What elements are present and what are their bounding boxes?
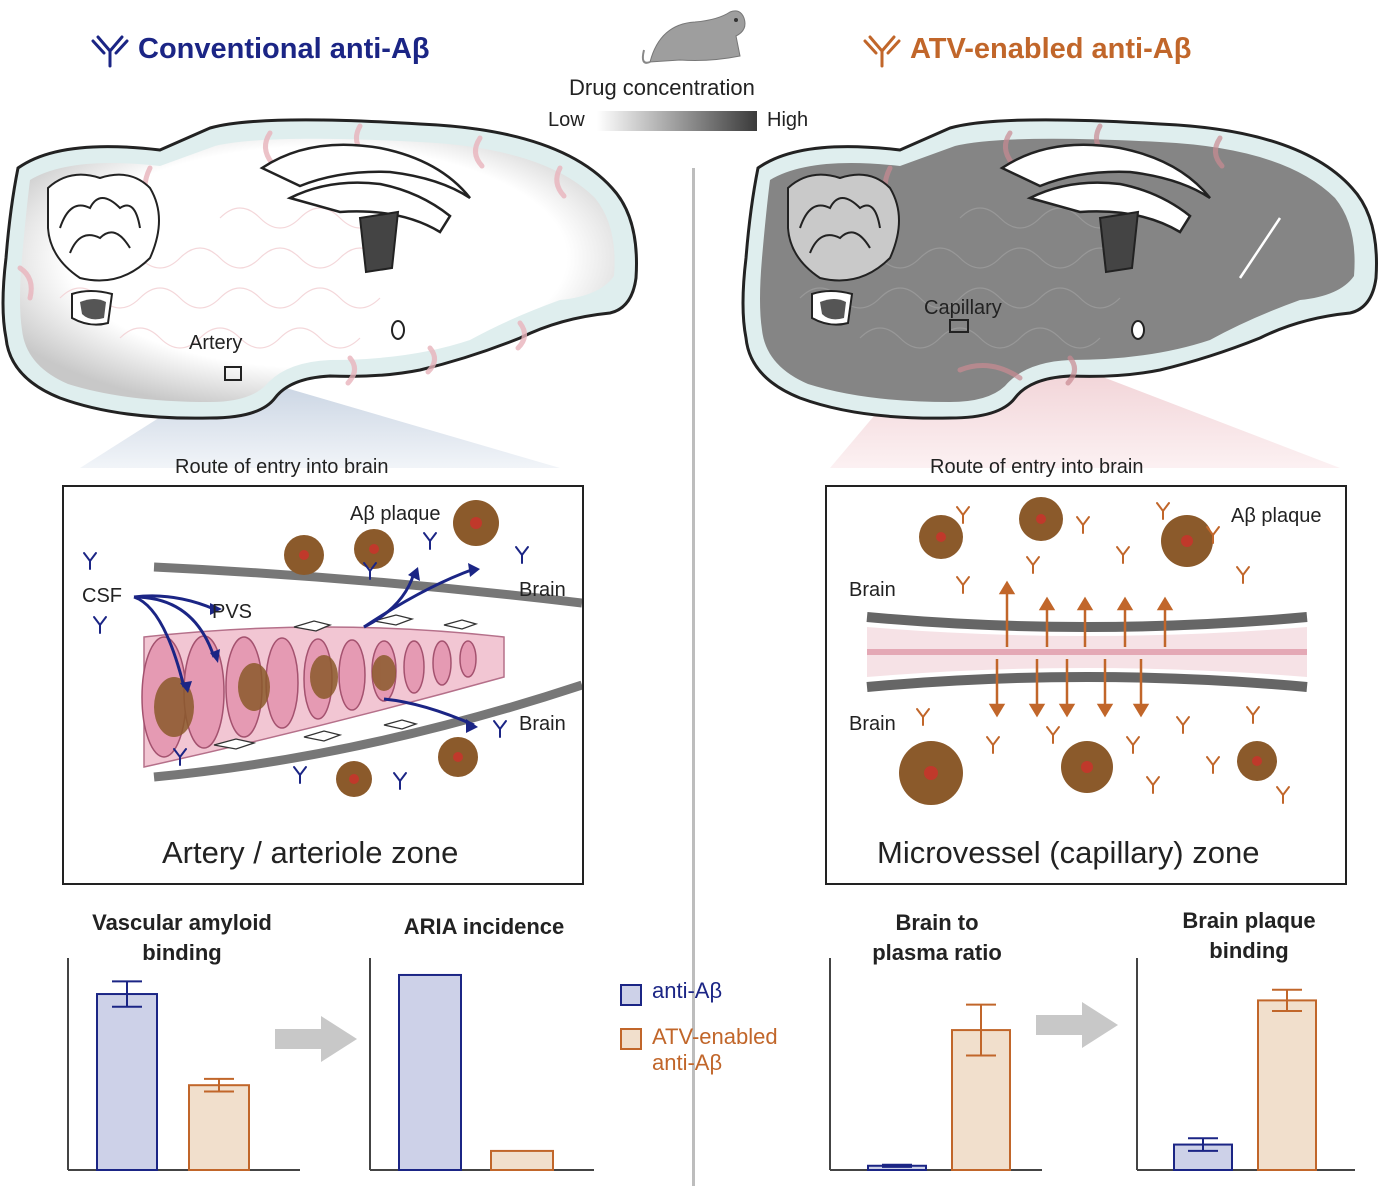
right-plaque-label: Aβ plaque bbox=[1231, 505, 1322, 527]
chart-bar bbox=[1173, 1143, 1233, 1172]
mouse-icon bbox=[641, 10, 746, 64]
right-location-label: Capillary bbox=[924, 297, 1002, 319]
antibody-icon bbox=[91, 35, 129, 68]
arrow-right-icon bbox=[275, 1016, 357, 1062]
right-route-label: Route of entry into brain bbox=[930, 456, 1144, 478]
scale-low-label: Low bbox=[548, 109, 585, 131]
arrow-right-icon bbox=[1036, 1002, 1118, 1048]
right-brain-section bbox=[741, 118, 1378, 468]
left-route-label: Route of entry into brain bbox=[175, 456, 389, 478]
chart-bar bbox=[490, 1149, 554, 1172]
right-brain-top-label: Brain bbox=[849, 579, 896, 601]
left-heading: Conventional anti-Aβ bbox=[138, 33, 430, 65]
csf-label: CSF bbox=[82, 585, 122, 607]
concentration-gradient-bar bbox=[597, 111, 757, 131]
pvs-label: PVS bbox=[212, 601, 253, 623]
legend-swatch-atv bbox=[620, 1028, 642, 1050]
chart-title-brain-to-plasma-ratio: Brain to plasma ratio bbox=[872, 910, 1002, 965]
left-location-label: Artery bbox=[189, 332, 243, 354]
chart-title-aria-incidence: ARIA incidence bbox=[403, 914, 565, 939]
capillary-illustration bbox=[866, 497, 1308, 805]
right-brain-bottom-label: Brain bbox=[849, 713, 896, 735]
legend-swatch-anti-abeta bbox=[620, 984, 642, 1006]
capillary-marker bbox=[949, 319, 969, 333]
left-brain-bottom-label: Brain bbox=[519, 713, 566, 735]
left-brain-top-label: Brain bbox=[519, 579, 566, 601]
scale-title: Drug concentration bbox=[569, 75, 755, 100]
chart-title-vascular-amyloid-binding: Vascular amyloid binding bbox=[92, 910, 272, 965]
chart-bar bbox=[1257, 999, 1317, 1172]
center-divider bbox=[692, 168, 695, 1186]
left-zone-title: Artery / arteriole zone bbox=[162, 835, 459, 870]
scale-high-label: High bbox=[767, 109, 809, 131]
chart-bar bbox=[188, 1084, 250, 1171]
right-zone-title: Microvessel (capillary) zone bbox=[877, 835, 1260, 870]
artery-illustration bbox=[83, 500, 582, 797]
legend-label-anti-abeta: anti-Aβ bbox=[652, 978, 723, 1003]
antibody-icon bbox=[863, 35, 901, 68]
legend-label-atv: ATV-enabled anti-Aβ bbox=[652, 1024, 778, 1075]
right-heading: ATV-enabled anti-Aβ bbox=[910, 33, 1192, 65]
left-plaque-label: Aβ plaque bbox=[350, 503, 441, 525]
artery-marker bbox=[224, 366, 242, 381]
artery-zone-panel: Aβ plaque CSF PVS Brain Brain Artery / a… bbox=[62, 485, 584, 885]
chart-bar bbox=[96, 993, 158, 1171]
capillary-zone-panel: Aβ plaque Brain Brain Microvessel (capil… bbox=[825, 485, 1347, 885]
chart-bar bbox=[398, 973, 462, 1172]
left-brain-section bbox=[1, 118, 638, 468]
chart-title-brain-plaque-binding: Brain plaque binding bbox=[1182, 908, 1316, 963]
